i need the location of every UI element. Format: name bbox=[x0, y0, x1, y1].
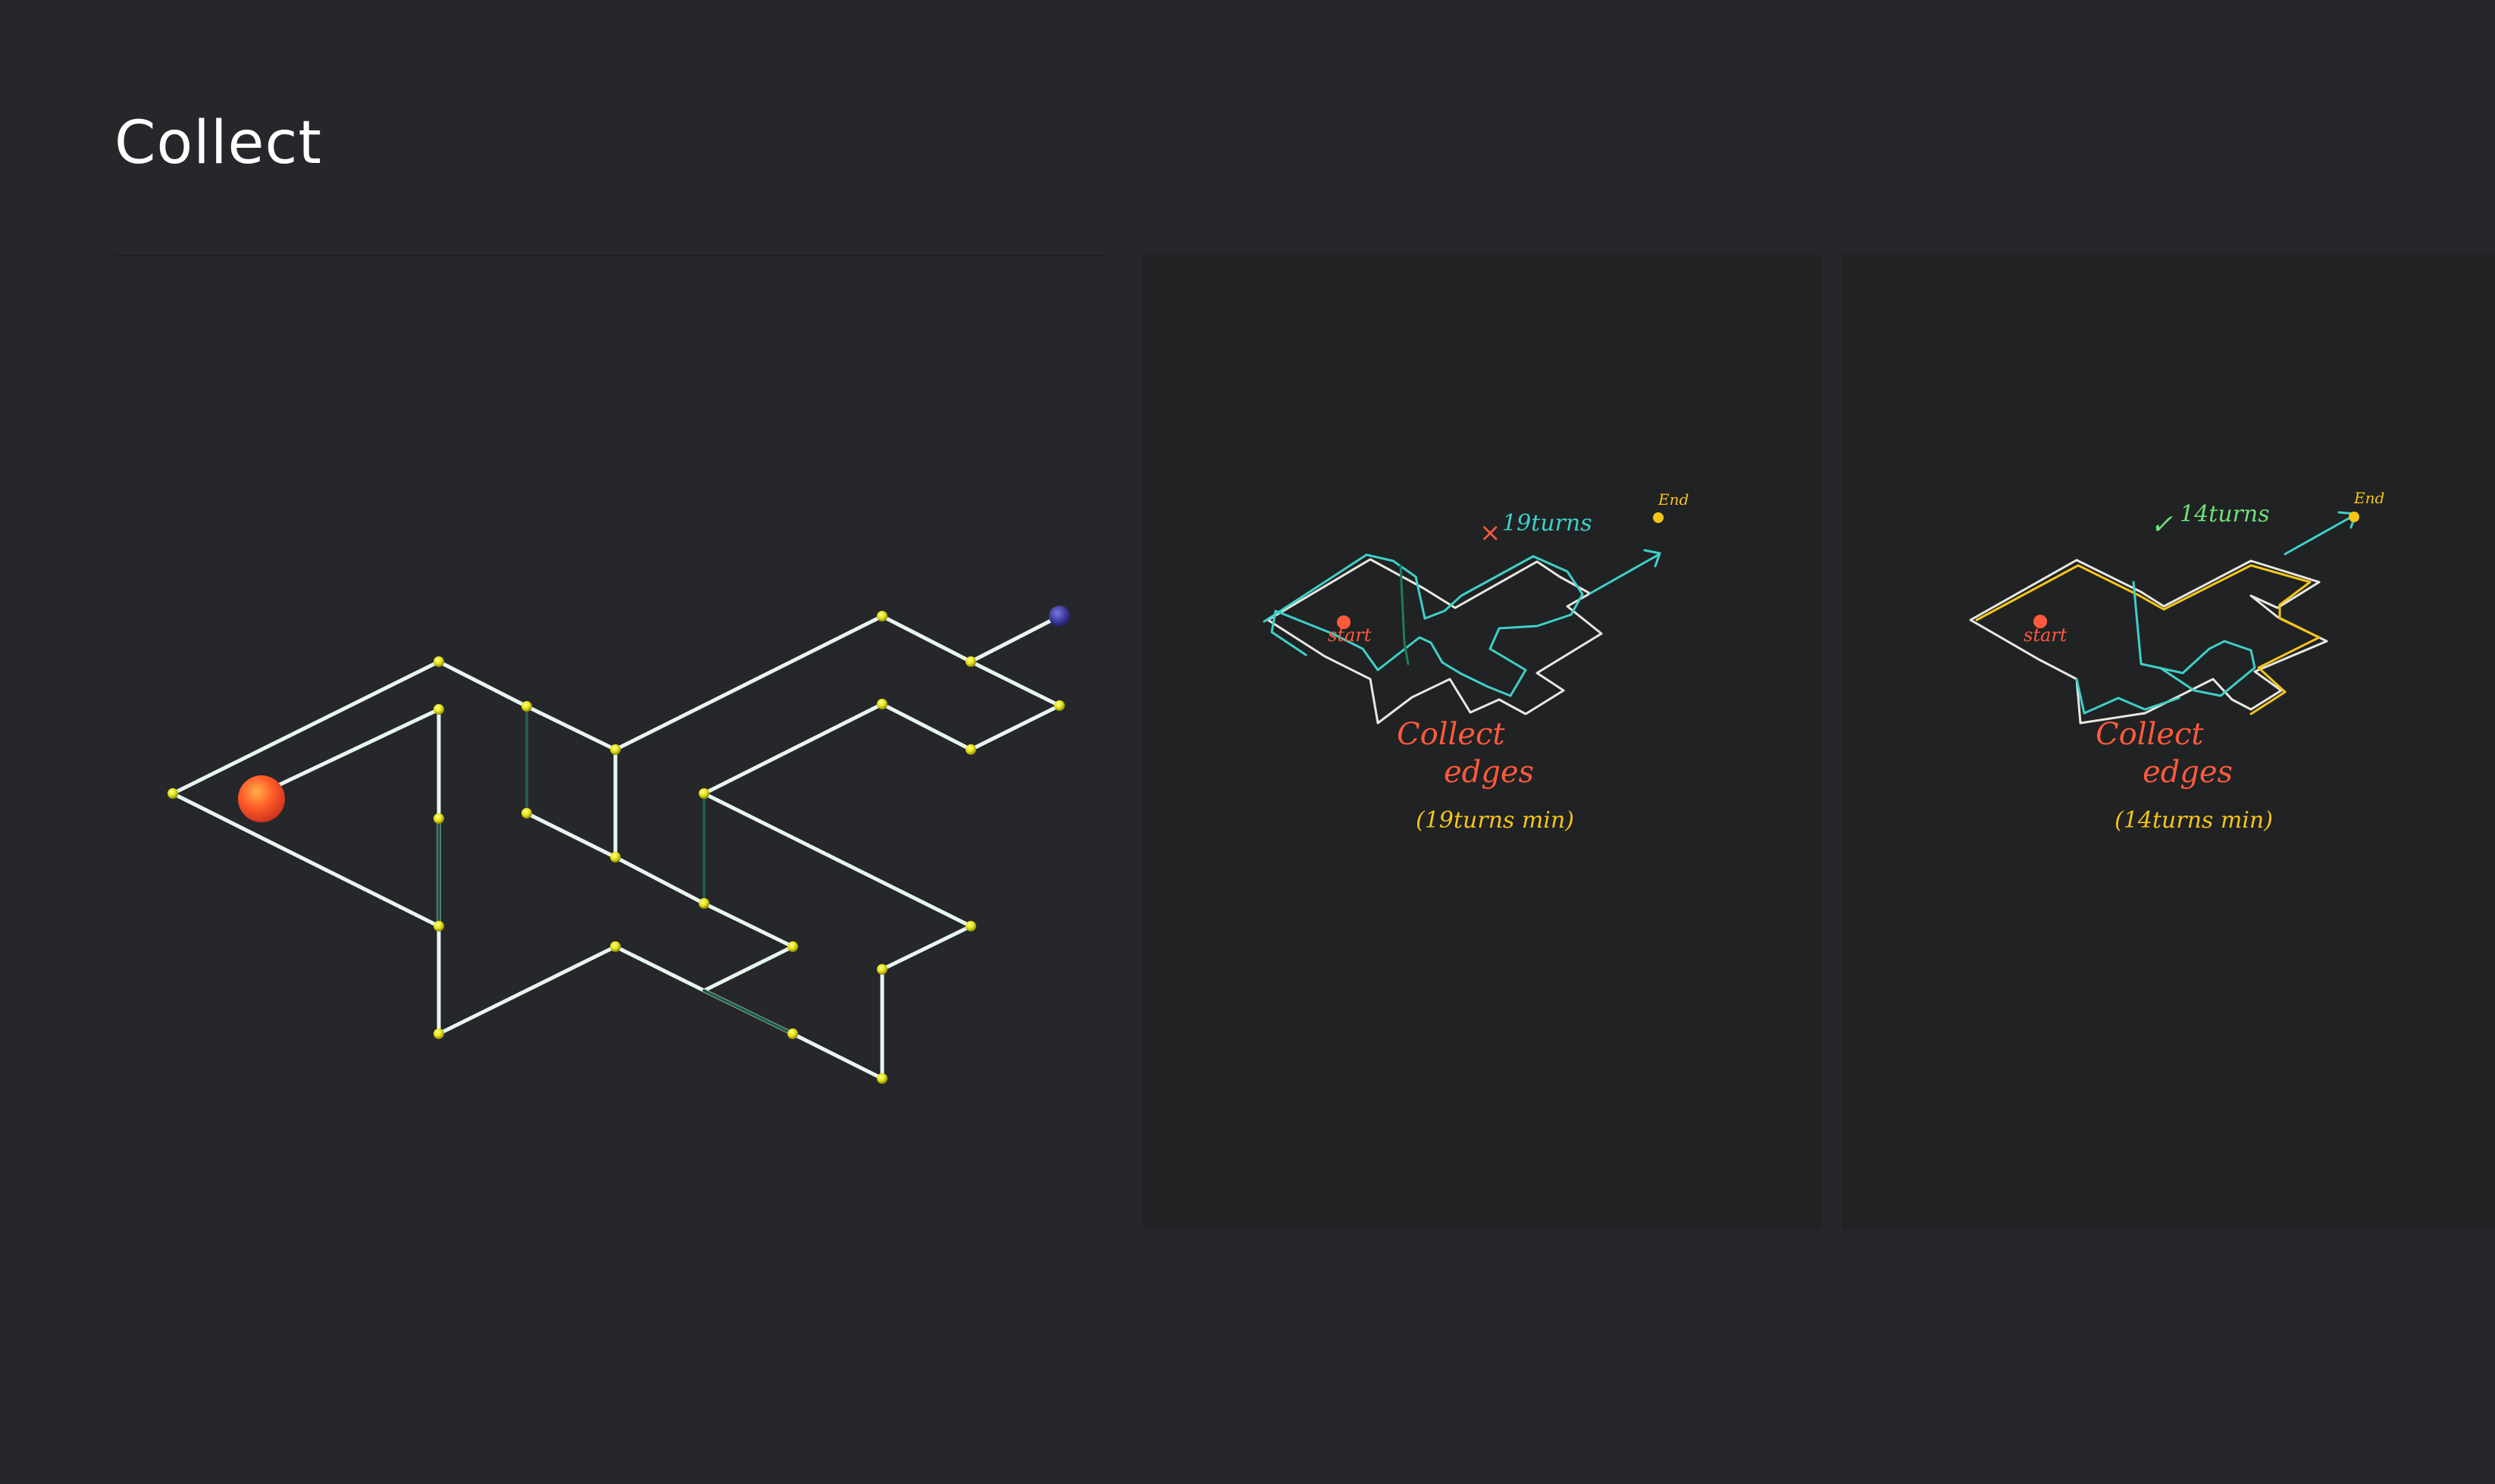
node[interactable] bbox=[434, 656, 444, 667]
node[interactable] bbox=[966, 656, 976, 667]
node[interactable] bbox=[787, 1028, 798, 1039]
sketch-path-to-end bbox=[1589, 553, 1660, 595]
node[interactable] bbox=[1054, 700, 1065, 711]
start-label: start bbox=[1328, 625, 1372, 646]
edge[interactable] bbox=[969, 614, 1062, 664]
start-dot bbox=[1337, 615, 1351, 629]
node[interactable] bbox=[966, 744, 976, 755]
goal-ball[interactable] bbox=[1049, 606, 1070, 627]
node[interactable] bbox=[434, 704, 444, 715]
node[interactable] bbox=[787, 941, 798, 952]
sketch-path-cyan bbox=[2132, 581, 2256, 697]
node[interactable] bbox=[877, 611, 887, 621]
sketch-path-cyan bbox=[1263, 553, 1584, 697]
sketch-drawing: start End ✓ 14turns Collect edges (14tur… bbox=[1969, 489, 2384, 834]
sketch-outline bbox=[1266, 558, 1603, 725]
puzzle-board[interactable] bbox=[0, 258, 1137, 1228]
node[interactable] bbox=[434, 1028, 444, 1039]
board-nodes bbox=[167, 611, 1065, 1084]
caption-line-1: Collect bbox=[1397, 717, 1505, 752]
node[interactable] bbox=[610, 852, 621, 863]
sketch-panel-19-turns: start End × 19turns Collect edges (19tur… bbox=[1143, 255, 1821, 1229]
end-dot bbox=[1653, 512, 1664, 523]
caption-line-3: (14turns min) bbox=[2115, 807, 2273, 834]
page-title: Collect bbox=[114, 109, 322, 177]
collected-edges bbox=[437, 705, 794, 1035]
node[interactable] bbox=[966, 921, 976, 931]
node[interactable] bbox=[521, 808, 532, 819]
start-dot bbox=[2033, 615, 2047, 628]
node[interactable] bbox=[610, 744, 621, 755]
sketch-path-to-end bbox=[2284, 514, 2356, 556]
caption-line-2: edges bbox=[2143, 755, 2233, 790]
verdict-text: 14turns bbox=[2180, 501, 2270, 528]
sketch-path-yellow bbox=[1975, 564, 2321, 715]
end-label: End bbox=[1658, 490, 1689, 509]
collected-edge bbox=[703, 989, 794, 1035]
node[interactable] bbox=[521, 701, 532, 712]
edge[interactable] bbox=[171, 791, 797, 1038]
node[interactable] bbox=[434, 921, 444, 931]
verdict-mark: ✓ bbox=[2150, 509, 2173, 540]
edge[interactable] bbox=[171, 614, 1064, 796]
verdict-mark: × bbox=[1479, 518, 1501, 548]
sketch-path-green bbox=[1399, 564, 1410, 665]
sketch-arrow bbox=[1643, 549, 1661, 568]
end-label: End bbox=[2353, 489, 2384, 507]
node[interactable] bbox=[877, 964, 887, 975]
node[interactable] bbox=[699, 898, 709, 909]
title-divider bbox=[114, 255, 1107, 256]
edge[interactable] bbox=[700, 702, 975, 1082]
player-ball[interactable] bbox=[238, 775, 285, 822]
board-edges bbox=[171, 614, 1064, 1082]
caption-line-3: (19turns min) bbox=[1416, 807, 1574, 834]
node[interactable] bbox=[877, 699, 887, 709]
caption-line-2: edges bbox=[1444, 755, 1534, 790]
edge[interactable] bbox=[258, 707, 441, 796]
caption-line-1: Collect bbox=[2096, 717, 2204, 752]
node[interactable] bbox=[877, 1073, 887, 1084]
end-dot bbox=[2349, 512, 2359, 522]
sketch-path-cyan-2 bbox=[2075, 678, 2180, 715]
sketch-panel-14-turns: start End ✓ 14turns Collect edges (14tur… bbox=[1842, 255, 2495, 1229]
node[interactable] bbox=[699, 788, 709, 799]
start-label: start bbox=[2024, 625, 2068, 646]
verdict-text: 19turns bbox=[1502, 510, 1592, 537]
sketch-drawing: start End × 19turns Collect edges (19tur… bbox=[1263, 490, 1689, 834]
node[interactable] bbox=[610, 941, 621, 952]
sketch-outline bbox=[1969, 559, 2328, 725]
node[interactable] bbox=[434, 813, 444, 824]
node[interactable] bbox=[167, 788, 178, 799]
